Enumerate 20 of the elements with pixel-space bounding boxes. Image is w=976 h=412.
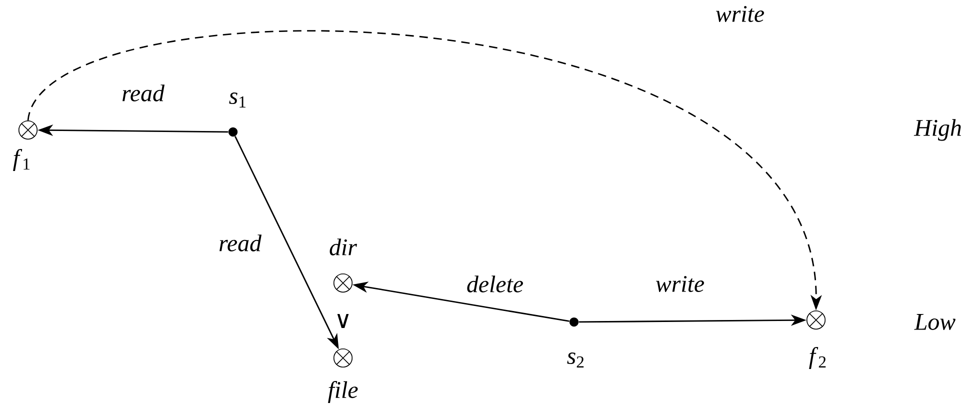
- cross-circle-symbol: [806, 310, 826, 330]
- edge-label: write: [716, 6, 764, 22]
- cross-circle-symbol: [18, 120, 38, 140]
- point-dot: [569, 317, 579, 327]
- node-label: dir: [330, 238, 358, 256]
- point-dot: [228, 127, 238, 137]
- node-label: s$_{2}$: [567, 352, 584, 368]
- level-label: Low: [914, 314, 956, 330]
- level-label: High: [914, 119, 961, 141]
- cross-circle-symbol: [333, 273, 353, 293]
- edge-label: read: [122, 84, 165, 102]
- edge-label: write: [656, 276, 704, 292]
- level-label: ∨: [337, 314, 349, 328]
- edge-label: delete: [467, 276, 524, 292]
- node-label: s$_{1}$: [229, 92, 246, 108]
- node-label: file: [328, 381, 358, 403]
- cross-circle-symbol: [333, 348, 353, 368]
- node-label: f$_{2}$: [809, 347, 826, 369]
- node-label: f$_{1}$: [13, 149, 30, 171]
- edge-label: read: [220, 234, 262, 252]
